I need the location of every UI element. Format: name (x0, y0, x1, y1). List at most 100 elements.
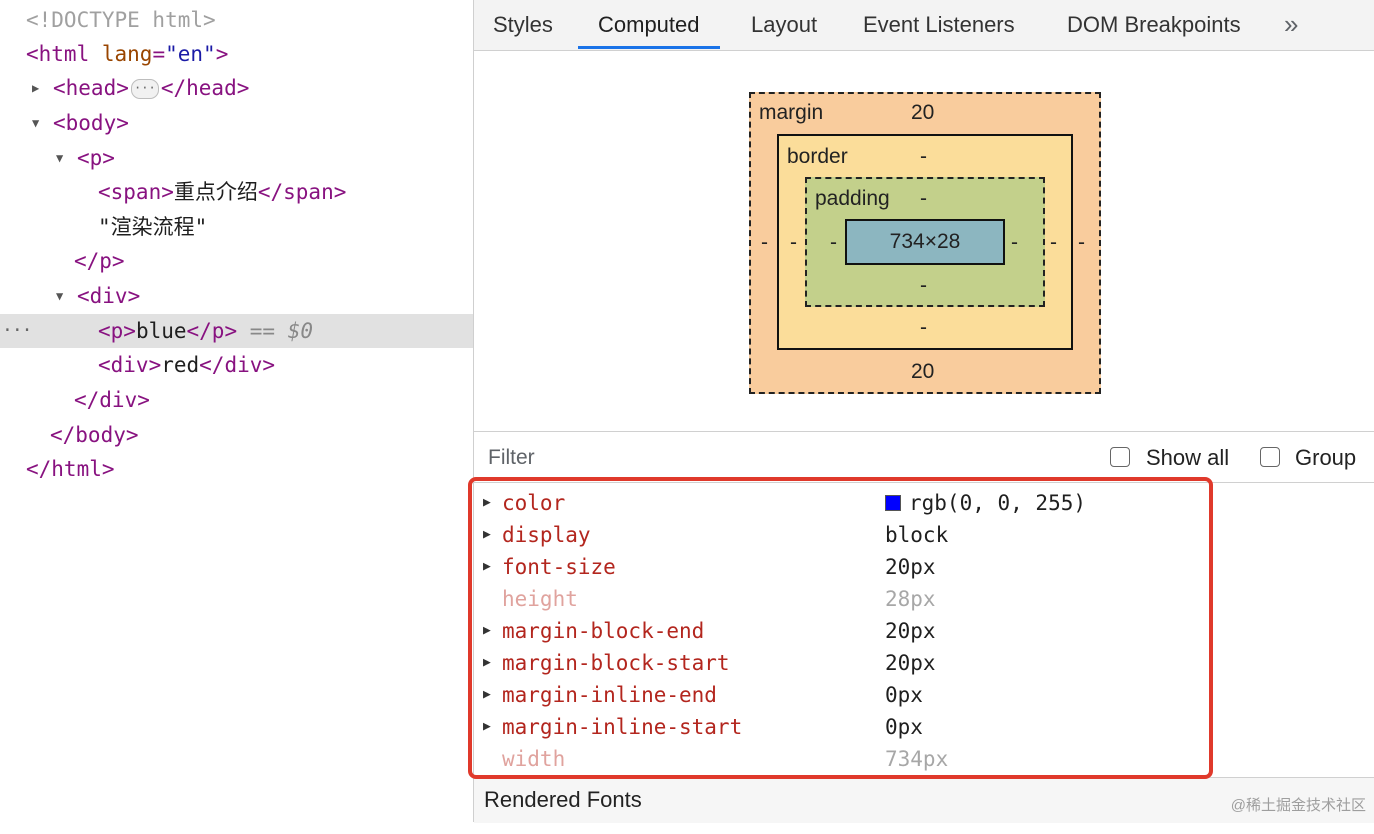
property-value: 734px (885, 747, 949, 771)
property-value: 20px (885, 555, 936, 579)
span-open-tag: <span> (98, 180, 174, 204)
property-row-margin-inline-start[interactable]: ▶ margin-inline-start 0px (474, 711, 1374, 743)
property-row-color[interactable]: ▶ color rgb(0, 0, 255) (474, 487, 1374, 519)
triangle-down-icon[interactable]: ▼ (32, 116, 40, 130)
property-name: height (502, 587, 578, 611)
rendered-fonts-section[interactable]: Rendered Fonts @稀土掘金技术社区 (474, 777, 1374, 823)
property-value: block (885, 523, 949, 547)
border-right-value[interactable]: - (1050, 231, 1057, 254)
property-row-font-size[interactable]: ▶ font-size 20px (474, 551, 1374, 583)
tab-computed[interactable]: Computed (578, 0, 720, 49)
border-left-value[interactable]: - (790, 231, 797, 254)
property-value: 0px (885, 683, 923, 707)
div-close-tag: </div> (74, 388, 150, 412)
property-row-margin-block-start[interactable]: ▶ margin-block-start 20px (474, 647, 1374, 679)
border-label: border (787, 145, 848, 168)
property-name: margin-block-end (502, 619, 705, 643)
triangle-right-icon[interactable]: ▶ (483, 687, 491, 702)
sidebar-panel: Styles Computed Layout Event Listeners D… (474, 0, 1374, 823)
selected-eq: == (249, 319, 276, 343)
body-open-tag: <body> (53, 111, 129, 135)
triangle-right-icon[interactable]: ▶ (483, 527, 491, 542)
head-close-tag: </head> (160, 76, 250, 100)
dom-p-close[interactable]: </p> (74, 244, 125, 278)
triangle-down-icon[interactable]: ▼ (56, 289, 64, 303)
box-model-diagram: 734×28 margin 20 20 - - border - - - - p… (474, 51, 1374, 431)
property-name: margin-inline-end (502, 683, 717, 707)
html-lang-eq: = (152, 42, 166, 66)
margin-right-value[interactable]: - (1078, 231, 1085, 254)
triangle-right-icon[interactable]: ▶ (483, 559, 491, 574)
inner-div-open-tag: <div> (98, 353, 162, 377)
html-lang-value: "en" (165, 42, 216, 66)
dom-text-node[interactable]: "渲染流程" (98, 210, 207, 244)
dom-head[interactable]: ▶ <head>···</head> (32, 71, 249, 105)
filter-input[interactable]: Filter (488, 446, 535, 469)
border-bottom-value[interactable]: - (920, 316, 927, 339)
property-row-display[interactable]: ▶ display block (474, 519, 1374, 551)
rendered-fonts-label: Rendered Fonts (484, 787, 642, 812)
tab-layout[interactable]: Layout (751, 12, 818, 37)
dom-span[interactable]: <span>重点介绍</span> (98, 175, 346, 209)
property-name: margin-inline-start (502, 715, 743, 739)
padding-bottom-value[interactable]: - (920, 274, 927, 297)
property-row-margin-block-end[interactable]: ▶ margin-block-end 20px (474, 615, 1374, 647)
dom-body-open[interactable]: ▼ <body> (32, 106, 129, 140)
property-name: display (502, 523, 591, 547)
property-row-height[interactable]: height 28px (474, 583, 1374, 615)
more-tabs-icon[interactable]: » (1284, 9, 1299, 39)
padding-left-value[interactable]: - (830, 231, 837, 254)
watermark: @稀土掘金技术社区 (1230, 797, 1366, 814)
triangle-right-icon[interactable]: ▶ (483, 655, 491, 670)
more-options-icon[interactable]: ··· (2, 320, 32, 341)
triangle-right-icon[interactable]: ▶ (483, 495, 491, 510)
margin-bottom-value[interactable]: 20 (911, 360, 935, 383)
dom-selected-p[interactable]: ··· <p>blue</p> == $0 (0, 314, 473, 348)
dom-inner-div[interactable]: <div>red</div> (98, 348, 275, 382)
inner-div-close-tag: </div> (199, 353, 276, 377)
dom-html-close[interactable]: </html> (26, 452, 115, 486)
property-value: 20px (885, 651, 936, 675)
dom-div-close[interactable]: </div> (74, 383, 150, 417)
padding-right-value[interactable]: - (1011, 231, 1018, 254)
group-checkbox[interactable] (1260, 447, 1280, 467)
margin-left-value[interactable]: - (761, 231, 768, 254)
property-row-width[interactable]: width 734px (474, 743, 1374, 775)
selected-ref: $0 (287, 319, 313, 343)
show-all-label[interactable]: Show all (1146, 445, 1230, 470)
margin-top-value[interactable]: 20 (911, 101, 935, 124)
property-value: rgb(0, 0, 255) (885, 487, 1086, 519)
box-model-content[interactable]: 734×28 (845, 219, 1005, 265)
selected-p-close-tag: </p> (186, 319, 238, 343)
triangle-right-icon[interactable]: ▶ (483, 623, 491, 638)
doctype-text: <!DOCTYPE html> (26, 8, 216, 32)
tab-event-listeners[interactable]: Event Listeners (863, 12, 1015, 37)
triangle-right-icon[interactable]: ▶ (32, 81, 40, 95)
color-swatch-icon[interactable] (885, 495, 901, 511)
triangle-down-icon[interactable]: ▼ (56, 151, 64, 165)
property-name: margin-block-start (502, 651, 730, 675)
triangle-right-icon[interactable]: ▶ (483, 719, 491, 734)
property-name: width (502, 747, 566, 771)
border-top-value[interactable]: - (920, 145, 927, 168)
padding-top-value[interactable]: - (920, 187, 927, 210)
head-open-tag: <head> (53, 76, 129, 100)
dom-p-open[interactable]: ▼ <p> (56, 141, 115, 175)
dom-doctype[interactable]: <!DOCTYPE html> (26, 3, 216, 37)
dom-div-open[interactable]: ▼ <div> (56, 279, 140, 313)
group-label[interactable]: Group (1295, 445, 1357, 470)
ellipsis-icon[interactable]: ··· (130, 79, 159, 99)
dom-body-close[interactable]: </body> (50, 418, 139, 452)
tab-dom-breakpoints[interactable]: DOM Breakpoints (1067, 12, 1241, 37)
property-row-margin-inline-end[interactable]: ▶ margin-inline-end 0px (474, 679, 1374, 711)
span-close-tag: </span> (257, 180, 347, 204)
text-node: "渲染流程" (98, 215, 208, 239)
property-value: 20px (885, 619, 936, 643)
show-all-checkbox[interactable] (1110, 447, 1130, 467)
tab-styles[interactable]: Styles (493, 12, 553, 37)
property-name: font-size (502, 555, 616, 579)
padding-label: padding (815, 187, 890, 210)
dom-html-open[interactable]: <html lang="en"> (26, 37, 228, 71)
div-open-tag: <div> (77, 284, 141, 308)
span-text: 重点介绍 (173, 180, 258, 204)
